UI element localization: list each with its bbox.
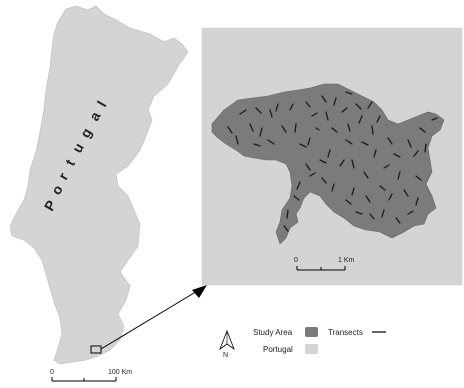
north-label: N (223, 352, 228, 359)
transect (355, 211, 363, 215)
transect (358, 115, 363, 124)
transect (249, 123, 254, 132)
transect (355, 103, 362, 110)
transect (431, 117, 438, 121)
transect (307, 137, 311, 146)
transect (403, 189, 409, 197)
transect (363, 171, 369, 179)
transect (413, 150, 419, 157)
connector-arrowhead (192, 285, 207, 298)
transect (299, 143, 307, 148)
transect (345, 91, 353, 95)
transect (331, 127, 338, 133)
transect (259, 127, 263, 137)
transect (387, 137, 393, 145)
transect (351, 187, 355, 196)
transect (281, 125, 287, 133)
transect (255, 107, 262, 114)
transect (283, 225, 289, 232)
transect (289, 103, 294, 111)
transect (305, 163, 311, 171)
transect (365, 195, 371, 203)
transect (267, 139, 275, 145)
transect (381, 209, 385, 218)
transect (327, 149, 331, 158)
transect (293, 195, 300, 201)
country-letter: l (94, 98, 110, 109)
transect (339, 159, 345, 167)
inset-scale-end: 1 Km (338, 257, 355, 264)
transect (371, 125, 374, 135)
portugal-shape (9, 5, 189, 365)
transect (305, 101, 311, 108)
transect (309, 172, 316, 177)
legend-portugal-swatch (305, 344, 318, 354)
transect (321, 95, 327, 103)
transect (227, 126, 233, 134)
legend-study-area-label: Study Area (253, 328, 293, 337)
transect (397, 171, 401, 180)
transect (376, 115, 381, 123)
transect (415, 197, 419, 206)
study-area-polygon (211, 83, 445, 245)
legend-study-area-swatch (305, 327, 318, 337)
transect (379, 185, 386, 191)
transect (253, 143, 261, 147)
transect (361, 141, 369, 146)
transect (315, 127, 320, 131)
transect (319, 159, 327, 164)
transect (373, 149, 377, 158)
north-arrow: N (219, 329, 235, 359)
transect (367, 101, 373, 109)
transect (407, 210, 414, 215)
transect (325, 111, 329, 121)
transect (296, 181, 301, 190)
transect (286, 209, 289, 219)
transect (345, 139, 353, 145)
country-scale-zero: 0 (50, 369, 54, 376)
study-area-locator (90, 345, 102, 354)
transect (419, 127, 426, 133)
transect (395, 217, 401, 224)
transect (294, 123, 297, 133)
transect (383, 164, 390, 169)
transect (239, 109, 247, 115)
transect (407, 139, 412, 148)
transect (369, 213, 375, 220)
transect (275, 103, 279, 112)
transect (388, 193, 393, 201)
legend: N Study Area Transects Portugal (219, 327, 386, 359)
transect (393, 153, 401, 158)
transect (331, 183, 335, 192)
transect (341, 107, 348, 113)
transect (333, 97, 337, 106)
legend-transects-label: Transects (328, 328, 363, 337)
transect (424, 143, 427, 153)
inset-scale-zero: 0 (294, 257, 298, 264)
transect (269, 109, 273, 118)
transect (345, 199, 352, 205)
country-scale-end: 100 Km (108, 369, 132, 376)
transect (235, 135, 239, 145)
transect (351, 159, 355, 169)
transect (311, 112, 318, 117)
inset-scale-bar: 0 1 Km (294, 257, 355, 271)
transect (415, 175, 422, 181)
transect (347, 123, 351, 132)
transects (227, 91, 438, 232)
country-scale-bar: 0 100 Km (50, 369, 132, 382)
transect (321, 177, 327, 184)
legend-portugal-label: Portugal (263, 345, 293, 354)
connector-line (100, 289, 200, 350)
